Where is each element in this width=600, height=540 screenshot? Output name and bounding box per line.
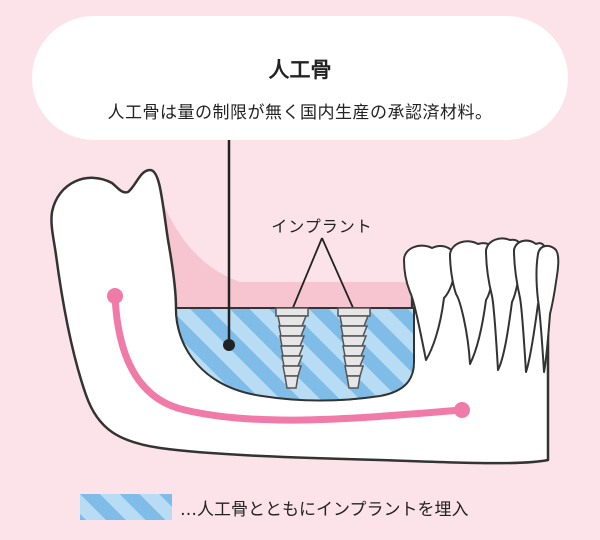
legend-text: …人工骨とともにインプラントを埋入 — [180, 499, 469, 520]
legend-swatch-bone-graft — [80, 494, 172, 520]
implant-label: インプラント — [271, 217, 373, 236]
nerve-canal — [111, 292, 466, 424]
bubble-pointer-dot — [223, 339, 235, 351]
implant-left — [275, 307, 309, 389]
tooth-1 — [403, 244, 458, 361]
implant-right — [337, 307, 371, 389]
tooth-3 — [485, 237, 525, 371]
legend: …人工骨とともにインプラントを埋入 — [80, 492, 469, 522]
tooth-2 — [449, 240, 498, 365]
gum-tissue — [160, 195, 410, 308]
teeth — [403, 237, 560, 373]
nerve-end-left — [107, 288, 123, 304]
implant-callout-line-left — [291, 237, 323, 311]
tooth-5 — [535, 244, 560, 373]
bubble-description: 人工骨は量の制限が無く国内生産の承認済材料。 — [107, 103, 493, 123]
speech-bubble: 人工骨 人工骨は量の制限が無く国内生産の承認済材料。 — [32, 16, 568, 140]
bubble-title: 人工骨 — [268, 58, 332, 82]
nerve-end-right — [454, 402, 470, 418]
implant-callout-line-right — [321, 237, 355, 311]
